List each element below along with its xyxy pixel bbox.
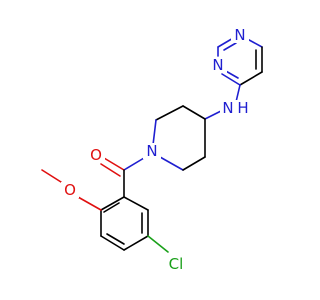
- pyrimidine-ring: [217, 34, 263, 86]
- bond-c4-nh: [235, 84, 241, 103]
- bond-pip-c4-c3: [182, 105, 206, 120]
- bond-c2-n1-inner: [223, 42, 237, 51]
- atom-label-piperidine-n: N: [146, 142, 157, 160]
- bond-c-right-c4: [239, 71, 263, 86]
- bond-pip-n-c6: [159, 156, 184, 171]
- bond-c4-n3: [221, 73, 241, 86]
- atom-label-methoxy-o: O: [64, 181, 76, 199]
- atom-label-chloro: Cl: [169, 255, 184, 273]
- atom-label-carbonyl-o: O: [90, 146, 102, 164]
- carbonyl-group: [100, 157, 145, 177]
- bond-ar-c3-c4-inner: [106, 233, 125, 245]
- benzene-ring: [100, 169, 149, 251]
- chloro-group: [147, 235, 169, 253]
- atom-label-pyrimidine-n3: N: [212, 56, 223, 74]
- bond-o-ch3: [41, 169, 62, 183]
- bond-pip-c2-n: [152, 119, 157, 146]
- molecule-structure: N N N H N O O Cl: [41, 26, 263, 273]
- atom-label-amine-n: N: [222, 99, 233, 117]
- bond-n-carbonyl-c: [123, 157, 145, 171]
- bond-c-o-double-1: [103, 157, 125, 171]
- bond-ar-c4-c5: [123, 235, 149, 251]
- bond-ar-c1-c2: [100, 196, 125, 211]
- bond-ar-c1-c2-inner: [103, 202, 120, 213]
- atom-labels: N N N H N O O Cl: [61, 26, 250, 273]
- bond-ar-c6-c1: [123, 196, 149, 211]
- atom-label-pyrimidine-n1: N: [234, 26, 245, 44]
- bond-ar-c3-c4: [100, 235, 125, 251]
- methoxy-group: [41, 169, 102, 211]
- bond-ar-o-methoxy: [77, 196, 102, 211]
- atom-label-amine-h: H: [237, 99, 248, 117]
- piperidine-ring: [152, 105, 206, 171]
- bond-c-o-double-2: [100, 163, 121, 177]
- bond-pip-c6-c5: [182, 156, 206, 171]
- bond-pip-c3-c2: [155, 105, 184, 121]
- bond-ar-cl: [147, 235, 169, 253]
